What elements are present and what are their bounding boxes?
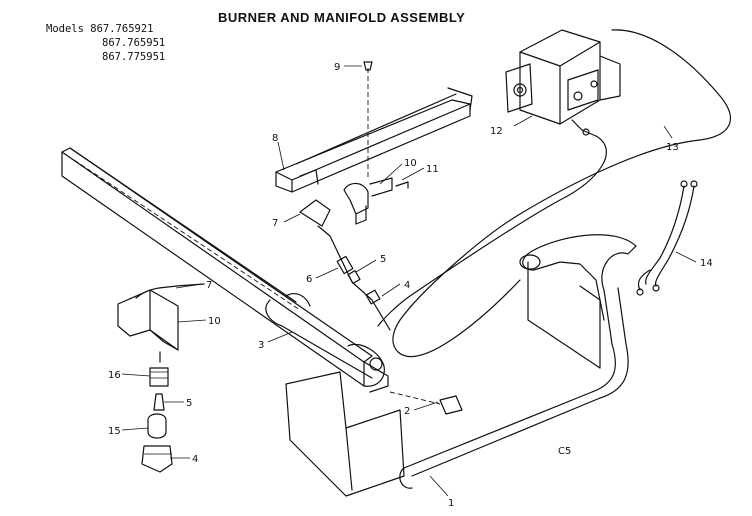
- pilot-bracket: [275, 87, 473, 193]
- callout-7: 7: [206, 280, 212, 291]
- callout-11: 11: [426, 164, 439, 175]
- models-block: Models 867.765921 867.765951 867.775951: [46, 22, 165, 64]
- callout-4: 4: [192, 454, 198, 465]
- callout-2: 2: [404, 406, 410, 417]
- callout-4: 4: [404, 280, 410, 291]
- callout-10: 10: [404, 158, 417, 169]
- callout-12: 12: [490, 126, 503, 137]
- model-number: 867.765921: [90, 23, 154, 35]
- callout-7: 7: [272, 218, 278, 229]
- callout-5: 5: [186, 398, 192, 409]
- callout-6: 6: [306, 274, 312, 285]
- callout-13: 13: [666, 142, 679, 153]
- leader-lines: [121, 65, 697, 497]
- callout-9: 9: [334, 62, 340, 73]
- callout-8: 8: [272, 133, 278, 144]
- stamp-c5: C5: [558, 446, 571, 457]
- callout-1: 1: [448, 498, 454, 509]
- pilot-tubing: [377, 29, 731, 358]
- model-number: 867.775951: [102, 51, 166, 63]
- callout-10: 10: [208, 316, 221, 327]
- gas-valve: [505, 29, 621, 137]
- models-label: Models: [46, 23, 84, 35]
- diagram-title: BURNER AND MANIFOLD ASSEMBLY: [218, 10, 466, 25]
- wire-harness: [636, 180, 698, 296]
- pilot-fittings: [329, 235, 391, 331]
- left-exploded-parts: [117, 283, 205, 473]
- callout-3: 3: [258, 340, 264, 351]
- callout-16: 16: [108, 370, 121, 381]
- model-number: 867.765951: [102, 37, 166, 49]
- pilot-assembly: [299, 61, 409, 237]
- callout-15: 15: [108, 426, 121, 437]
- callout-14: 14: [700, 258, 713, 269]
- callout-5: 5: [380, 254, 386, 265]
- callout-labels: 9 8 10 11 12 13 14 7 6 5 4 3 7 10 16 5 1…: [108, 62, 713, 509]
- main-burner: [61, 147, 389, 393]
- manifold-frame: [285, 234, 637, 497]
